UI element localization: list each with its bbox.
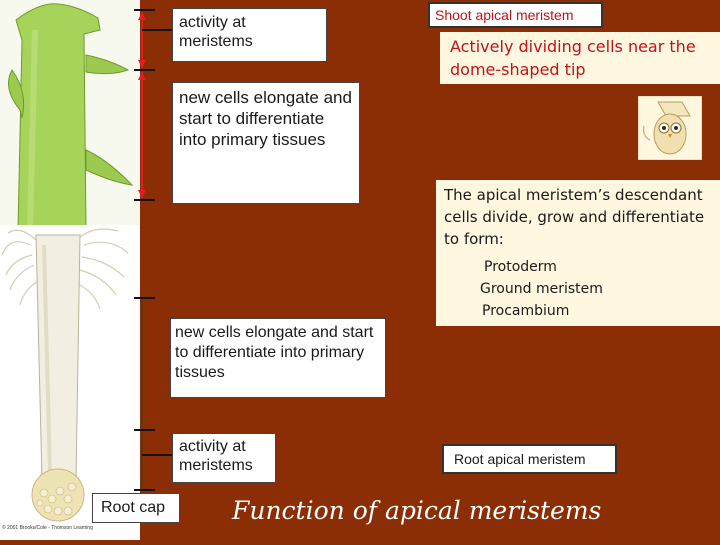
descendant-text: The apical meristem’s descendant cells d… [444,186,705,248]
slide-title: Function of apical meristems [232,496,602,525]
shoot-drawing [0,0,140,231]
tissue-item-protoderm: Protoderm [484,259,557,275]
tissue-list: Protoderm Ground meristem Procambium [444,256,712,322]
owl-icon [637,95,703,161]
root-apical-title: Root apical meristem [442,444,617,474]
descendant-panel: The apical meristem’s descendant cells d… [436,180,720,326]
image-credit: © 2001 Brooks/Cole - Thomson Learning [2,525,93,531]
shoot-apical-description: Actively dividing cells near the dome-sh… [440,32,720,84]
label-elongate-bottom: new cells elongate and start to differen… [170,318,386,398]
label-root-cap: Root cap [92,493,180,523]
shoot-apical-title: Shoot apical meristem [428,2,603,28]
tissue-item-ground-meristem: Ground meristem [480,281,603,297]
root-drawing [0,225,140,540]
label-elongate-top: new cells elongate and start to differen… [172,82,360,204]
root-illustration: © 2001 Brooks/Cole - Thomson Learning [0,225,140,540]
tissue-item-procambium: Procambium [482,303,570,319]
label-activity-top: activity at meristems [172,8,327,62]
shoot-illustration [0,0,140,231]
label-activity-bottom: activity at meristems [172,433,276,483]
owl-clipart [637,95,703,161]
